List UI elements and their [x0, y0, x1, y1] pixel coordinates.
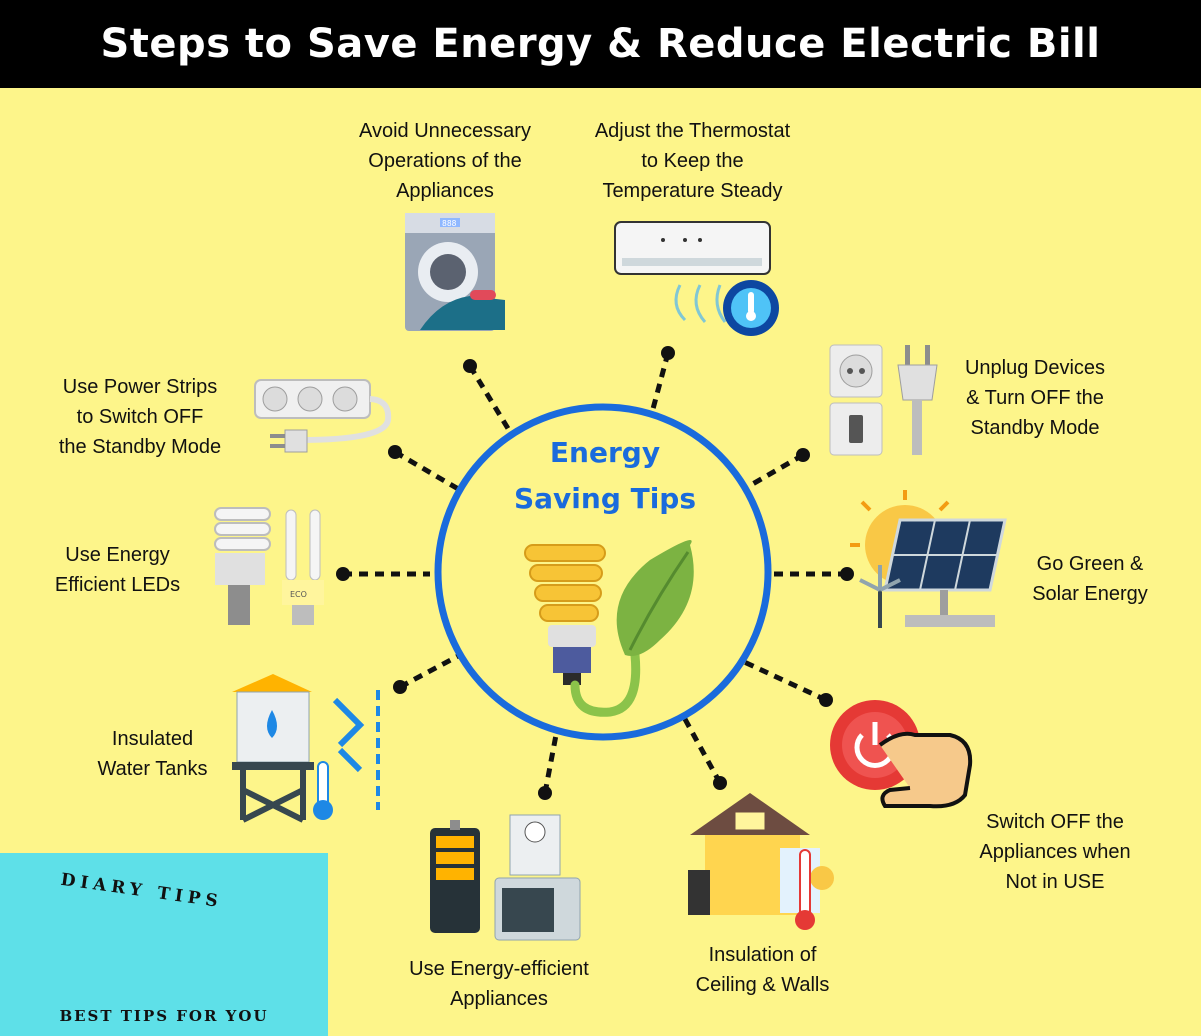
center-title: Energy Saving Tips — [513, 436, 697, 515]
energy-bulb-leaf-icon — [524, 540, 694, 717]
connector-dots — [336, 346, 854, 800]
tip-solar: Go Green & Solar Energy — [1032, 553, 1148, 605]
tip-efficient-appliances: Use Energy-efficient Appliances — [409, 958, 589, 1010]
logo-text-bottom: BEST TIPS FOR YOU — [59, 1007, 269, 1025]
logo-text-top: DIARY TIPS — [59, 869, 224, 913]
ac-display-text: 888 — [442, 219, 457, 228]
led-bulbs-icon — [214, 507, 324, 625]
washing-machine-icon — [405, 213, 505, 331]
air-conditioner-icon — [614, 221, 779, 336]
tip-leds: Use Energy Efficient LEDs — [54, 544, 181, 596]
socket-plug-switch-icon — [829, 344, 938, 456]
page-title: Steps to Save Energy & Reduce Electric B… — [0, 0, 1201, 88]
tip-switch-off: Switch OFF the Appliances when Not in US… — [979, 811, 1131, 893]
appliances-icon — [430, 814, 581, 941]
power-button-icon — [830, 700, 973, 809]
tip-avoid-operations: Avoid Unnecessary Operations of the Appl… — [359, 120, 531, 202]
eco-mark-text: ECO — [290, 590, 307, 599]
tip-thermostat: Adjust the Thermostat to Keep the Temper… — [594, 120, 791, 202]
diary-tips-logo: DIARY TIPS BEST TIPS FOR YOU — [0, 853, 328, 1036]
house-insulation-icon — [688, 793, 834, 930]
center-circle — [434, 403, 772, 741]
tip-insulation: Insulation of Ceiling & Walls — [695, 944, 830, 996]
tip-water-tanks: Insulated Water Tanks — [97, 728, 208, 780]
water-tank-icon — [232, 674, 380, 823]
tip-unplug: Unplug Devices & Turn OFF the Standby Mo… — [964, 357, 1106, 439]
tip-power-strips: Use Power Strips to Switch OFF the Stand… — [58, 376, 222, 458]
solar-panel-icon — [850, 490, 1007, 628]
power-strip-icon — [254, 379, 392, 453]
